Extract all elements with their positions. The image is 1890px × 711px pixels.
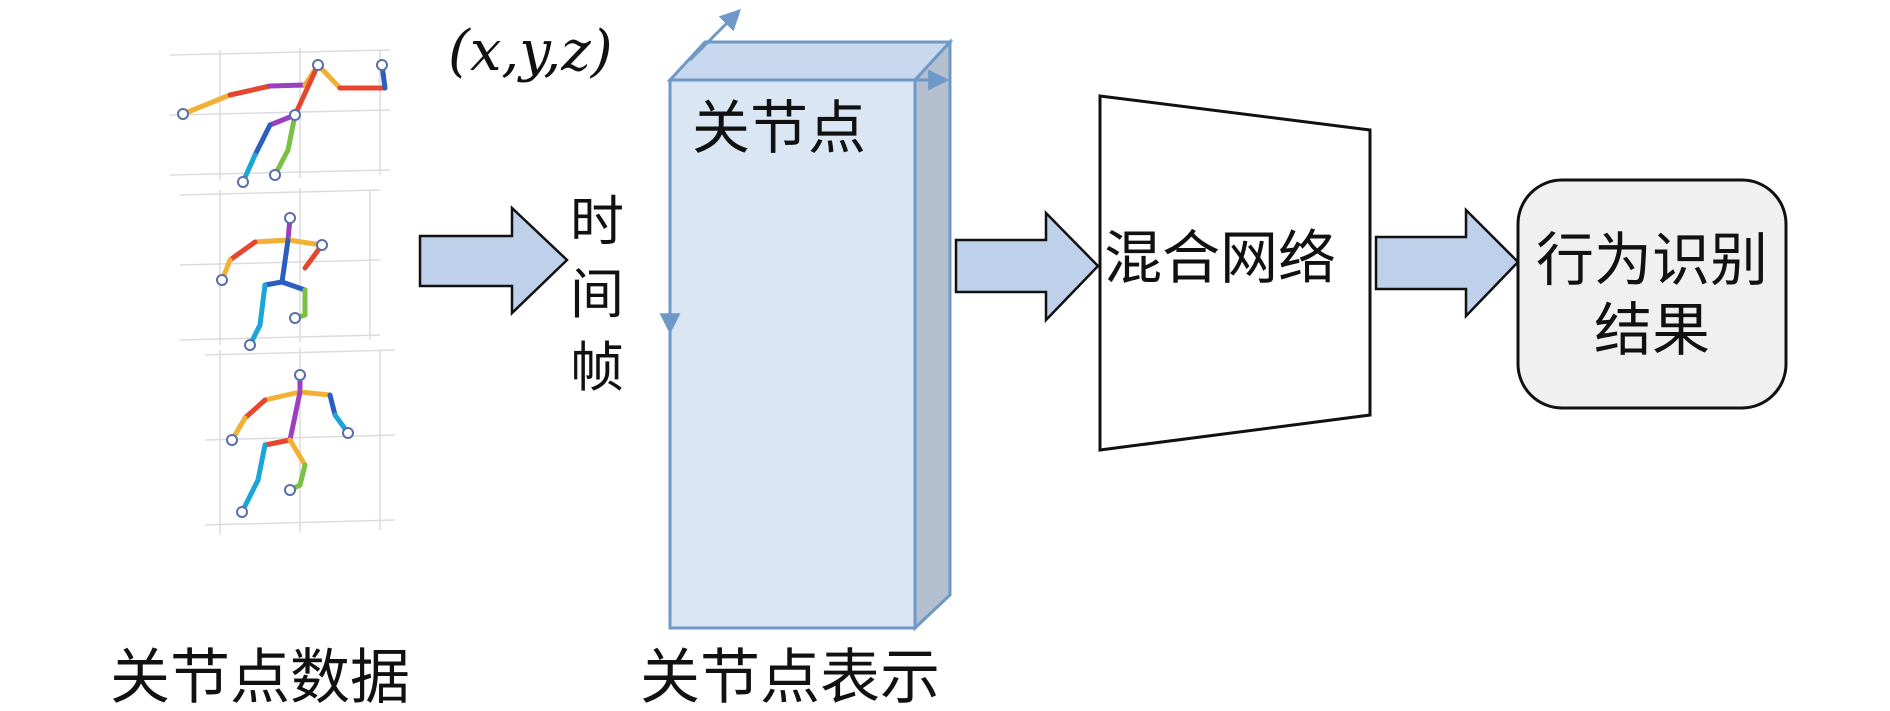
time-frame-char-1: 时 xyxy=(570,190,624,253)
arrow-network-to-result xyxy=(1374,206,1520,320)
time-frame-label: 时 间 帧 xyxy=(570,190,624,399)
hybrid-network-label: 混合网络 xyxy=(1104,224,1336,292)
time-frame-char-2: 间 xyxy=(570,263,624,326)
skeleton-frame-3 xyxy=(204,348,396,535)
frame-grid xyxy=(179,188,381,345)
result-label-line-1: 行为识别 xyxy=(1536,226,1768,294)
result-label-line-2: 结果 xyxy=(1594,296,1710,364)
joint-representation-caption: 关节点表示 xyxy=(640,643,940,711)
arrow-skeleton-to-block xyxy=(418,205,569,316)
skeleton-figure xyxy=(180,62,388,185)
hybrid-network-shape xyxy=(1098,94,1372,452)
arrow-block-to-network xyxy=(954,209,1100,324)
result-box xyxy=(1516,178,1788,410)
axis-depth-arrow xyxy=(688,9,741,62)
block-top-label: 关节点 xyxy=(692,94,866,162)
block-front-face xyxy=(668,78,917,630)
skeleton-frames xyxy=(169,48,396,535)
skeleton-joints xyxy=(177,59,388,188)
skeleton-figure xyxy=(219,215,325,348)
skeleton-frame-1 xyxy=(169,48,391,188)
skeleton-frame-2 xyxy=(179,188,381,351)
block-top-face xyxy=(666,40,954,82)
coord-label: (x,y,z) xyxy=(448,19,613,84)
frame-grid xyxy=(204,348,396,535)
time-frame-char-3: 帧 xyxy=(570,336,624,399)
skeleton-joints xyxy=(216,212,328,351)
skeleton-joints xyxy=(226,369,354,518)
joint-representation-block: 关节点 xyxy=(659,9,954,632)
joint-data-caption: 关节点数据 xyxy=(110,643,410,711)
block-side-face xyxy=(913,38,952,632)
